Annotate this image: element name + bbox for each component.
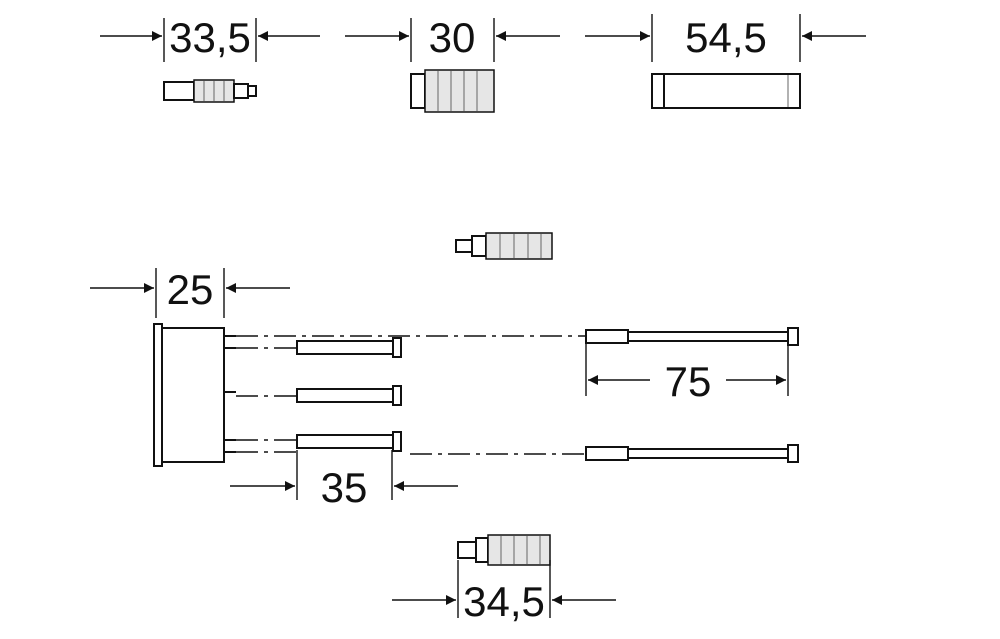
dimension-30: 30 <box>345 14 560 62</box>
dimension-label-long-rod: 75 <box>665 358 712 405</box>
cover-plate <box>153 323 225 467</box>
long-rod-top <box>585 327 799 346</box>
dimension-label-short-rod: 35 <box>321 464 368 511</box>
dimension-label-top-middle: 30 <box>429 14 476 61</box>
extension-piece-medium <box>410 69 495 113</box>
dimension-34-5: 34,5 <box>392 560 616 625</box>
short-rod-top <box>296 337 402 358</box>
long-rod-bottom <box>585 444 799 463</box>
dimension-label-top-left: 33,5 <box>169 14 251 61</box>
short-rod-bottom <box>296 431 402 452</box>
dimension-35: 35 <box>230 450 458 511</box>
dimension-label-top-right: 54,5 <box>685 14 767 61</box>
connector-piece-middle <box>455 232 553 260</box>
short-rod-middle <box>296 385 402 406</box>
extension-piece-small <box>163 79 257 103</box>
dimension-54-5: 54,5 <box>585 14 866 62</box>
extension-piece-large <box>651 73 801 109</box>
dimension-75: 75 <box>585 344 789 405</box>
dimension-label-bottom: 34,5 <box>463 578 545 625</box>
centre-lines <box>236 335 590 455</box>
dimension-label-plate: 25 <box>167 266 214 313</box>
dimension-25: 25 <box>90 266 290 318</box>
dimension-33-5: 33,5 <box>100 14 320 62</box>
connector-piece-bottom <box>457 534 551 566</box>
